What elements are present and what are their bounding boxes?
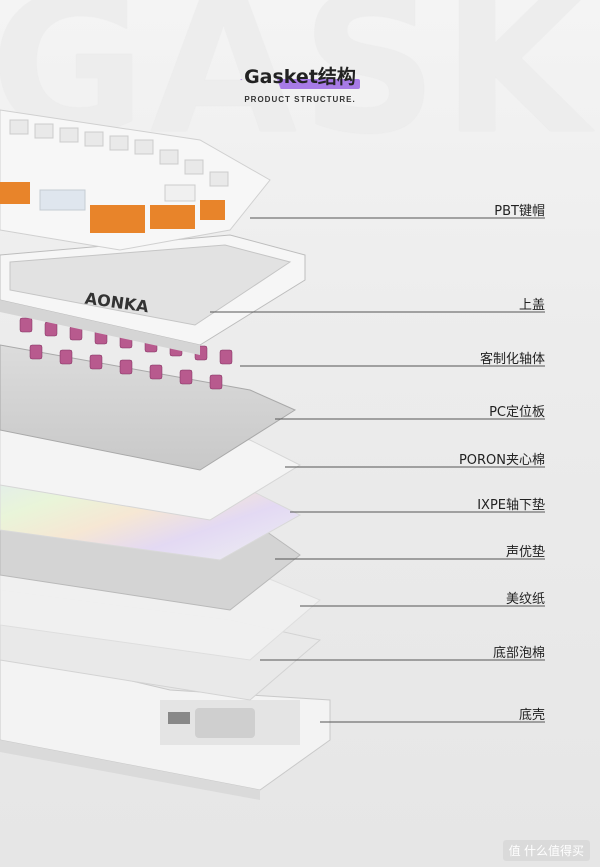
label-sound-pad: 声优垫 xyxy=(505,545,545,560)
top-cover-layer xyxy=(0,234,306,355)
header: Gasket结构 PRODUCT STRUCTURE. xyxy=(0,60,600,104)
label-ixpe-pad: IXPE轴下垫 xyxy=(477,498,545,513)
label-bottom-foam: 底部泡棉 xyxy=(492,646,545,661)
label-bottom-case: 底壳 xyxy=(518,708,545,723)
site-watermark: 值 什么值得买 xyxy=(502,840,590,861)
keycaps-layer xyxy=(0,109,271,251)
label-custom-switches: 客制化轴体 xyxy=(479,352,545,367)
label-top-cover: 上盖 xyxy=(518,298,545,313)
label-poron-foam: PORON夹心棉 xyxy=(458,453,545,468)
label-masking-paper: 美纹纸 xyxy=(505,592,545,607)
bottom-case-layer xyxy=(0,649,331,800)
page-title: Gasket结构 xyxy=(238,60,362,91)
page-subtitle: PRODUCT STRUCTURE. xyxy=(244,95,356,104)
watermark-text: 值 什么值得买 xyxy=(508,844,584,858)
label-pbt-keycaps: PBT键帽 xyxy=(494,204,545,219)
pc-plate-layer xyxy=(0,344,297,471)
label-pc-plate: PC定位板 xyxy=(489,405,545,420)
